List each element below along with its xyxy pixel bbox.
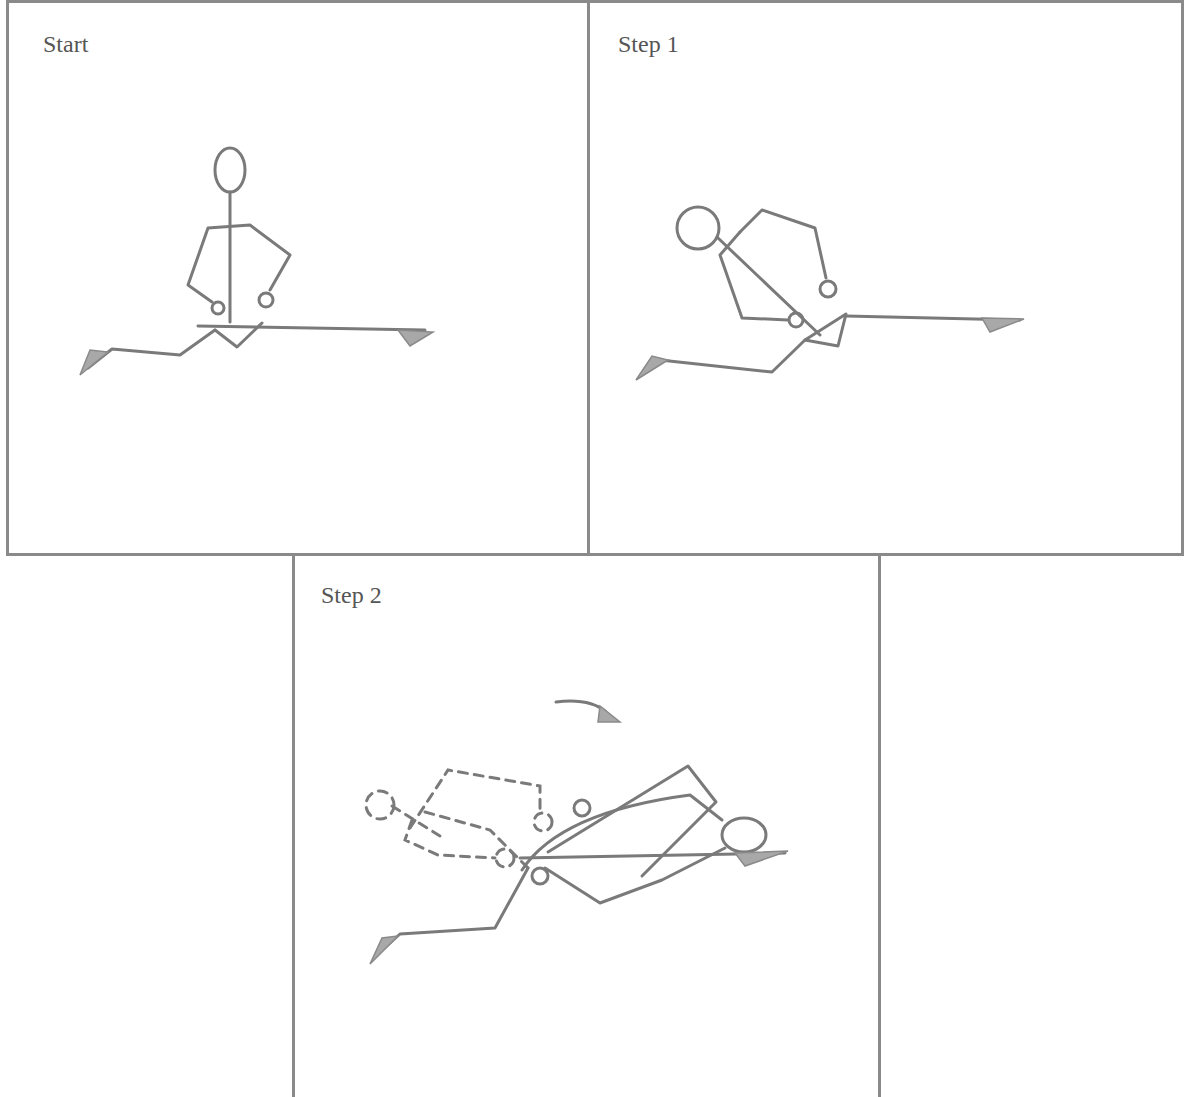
stick-figure-step-1-part: [645, 340, 805, 372]
stick-figure-step-2-part: [522, 795, 722, 870]
stick-figure-step-1-part: [789, 313, 803, 327]
stick-figure-step-2-part: [574, 800, 590, 816]
stick-figure-step-1: [636, 207, 1024, 380]
panel-label: Step 1: [618, 31, 679, 58]
stick-figure-step-2-previous-part: [425, 812, 528, 868]
stick-figure-step-1-part: [820, 281, 836, 297]
stick-figure-step-2-part: [735, 851, 788, 866]
stick-figure-step-2-previous-part: [410, 770, 540, 828]
stick-figure-step-2-part: [532, 868, 548, 884]
stick-figure-step-2-part: [722, 818, 766, 852]
stick-figure-step-2-previous-part: [366, 791, 394, 819]
stick-figure-start-part: [215, 323, 262, 347]
stick-figure-start-part: [229, 192, 232, 322]
step-panel: Step 1: [587, 0, 1184, 556]
motion-arrow: [556, 701, 620, 722]
stick-figure-start-part: [188, 225, 290, 302]
stick-figure-start-part: [198, 326, 425, 330]
stick-figure-step-2-part: [548, 766, 716, 876]
stick-figure-start-part: [398, 330, 433, 346]
stick-figure-step-1-part: [718, 238, 820, 335]
stick-figure-step-2-previous-part: [405, 820, 495, 858]
stick-figure-step-2-previous-part: [496, 849, 514, 867]
stick-figure-step-2-part: [545, 848, 725, 903]
stick-figure-step-2-previous-part: [534, 813, 552, 831]
stick-figure-step-1-part: [636, 356, 668, 380]
stick-figure-step-2-part: [370, 936, 398, 964]
stick-figure-step-1-part: [740, 210, 826, 278]
panel-label: Step 2: [321, 582, 382, 609]
stick-figure-start: [80, 148, 433, 375]
stick-figure-start-part: [215, 148, 245, 192]
stick-figure-step-2-previous: [366, 770, 552, 868]
stick-figure-step-2: [370, 766, 788, 964]
stick-figure-start-part: [259, 293, 273, 307]
stick-figure-start-part: [212, 302, 224, 314]
stick-figure-step-2-part: [380, 868, 528, 952]
stick-figure-step-1-part: [720, 232, 788, 320]
motion-arrow-part: [598, 706, 620, 722]
stick-figure-step-1-part: [982, 318, 1024, 332]
motion-arrow-part: [556, 701, 606, 712]
step-panel: Step 2: [292, 553, 881, 1097]
stick-figure-start-part: [88, 330, 215, 368]
panel-label: Start: [43, 31, 88, 58]
stick-figure-step-2-previous-part: [392, 806, 440, 836]
stick-figure-step-1-part: [805, 314, 846, 346]
stick-figure-step-1-part: [846, 316, 1020, 320]
step-panel: Start: [6, 0, 590, 556]
stick-figure-start-part: [80, 350, 108, 375]
stick-figure-step-2-part: [520, 853, 785, 858]
stick-figure-step-1-part: [677, 207, 719, 249]
